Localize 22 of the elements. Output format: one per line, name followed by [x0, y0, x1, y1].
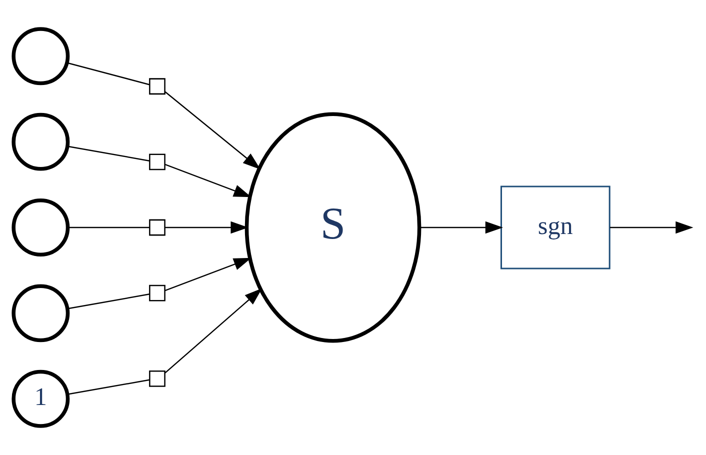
arrow — [164, 164, 252, 198]
connector — [68, 146, 150, 162]
arrow — [164, 288, 262, 374]
connector — [67, 62, 150, 86]
node-circle — [12, 112, 70, 171]
arrow — [164, 258, 252, 292]
node-circle — [12, 284, 70, 342]
connector — [68, 226, 150, 228]
node-box — [149, 154, 166, 170]
connector — [68, 379, 150, 395]
arrow — [164, 91, 260, 170]
arrow — [610, 221, 694, 234]
node-circle — [12, 27, 70, 86]
node-box — [149, 78, 166, 95]
node-circle: 1 — [12, 370, 70, 428]
node-box — [149, 284, 166, 302]
node-circle — [12, 198, 70, 256]
connector — [68, 294, 150, 310]
node-box: sgn — [500, 186, 610, 270]
node-box — [149, 219, 166, 236]
arrow — [420, 221, 504, 234]
node-box — [149, 370, 166, 387]
